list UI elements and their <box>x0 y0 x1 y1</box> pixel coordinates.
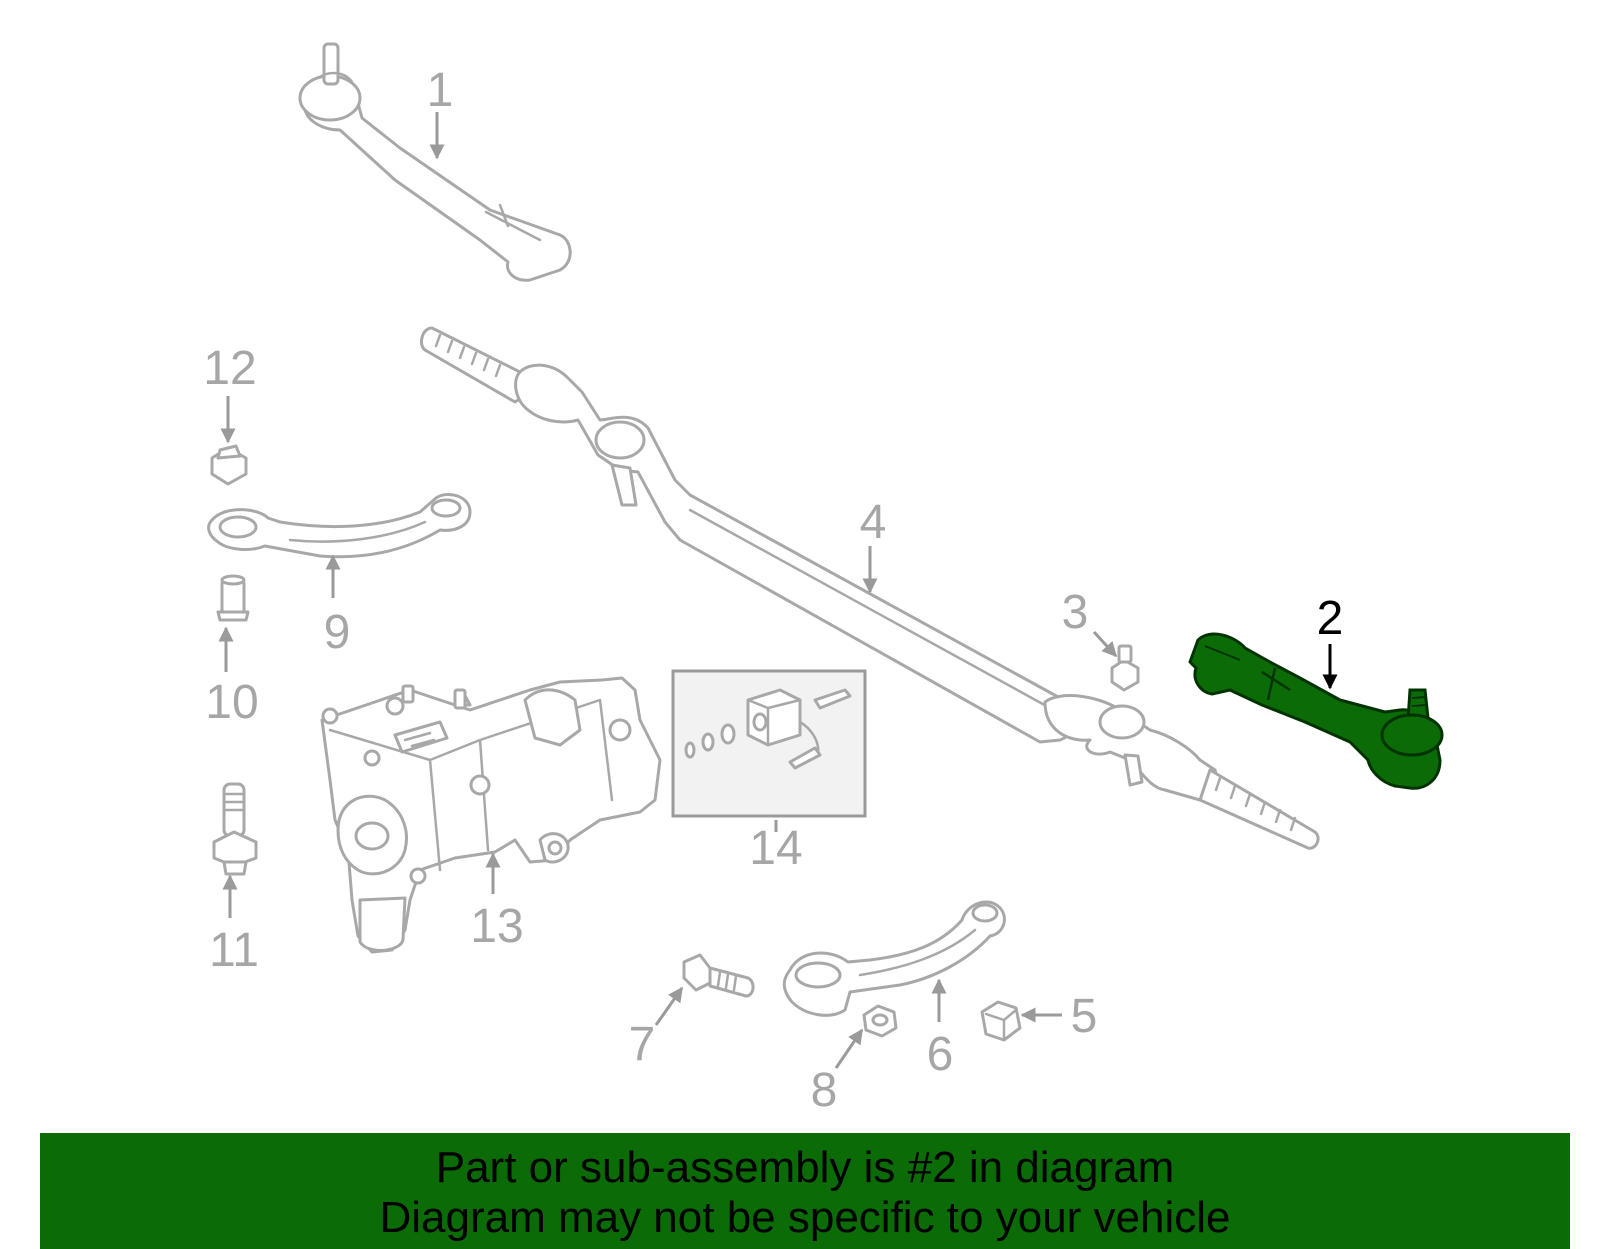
callout-5: 5 <box>1071 990 1098 1043</box>
part-11-bolt <box>212 782 258 876</box>
part-14-repair-kit <box>671 669 867 818</box>
banner-line-2: Diagram may not be specific to your vehi… <box>379 1193 1231 1242</box>
part-8-nut <box>862 1004 898 1038</box>
part-7-bolt <box>682 953 755 998</box>
callout-8: 8 <box>811 1064 838 1117</box>
callout-12: 12 <box>203 342 256 395</box>
callout-3: 3 <box>1062 586 1089 639</box>
callout-14: 14 <box>749 822 802 875</box>
info-banner: Part or sub-assembly is #2 in diagram Di… <box>40 1133 1570 1249</box>
part-12-nut <box>210 444 248 486</box>
part-6-pitman-arm <box>782 900 1006 1017</box>
part-10-bushing <box>216 574 250 622</box>
part-5-cap-nut <box>980 1000 1022 1042</box>
callout-13: 13 <box>470 900 523 953</box>
callout-10: 10 <box>205 676 258 729</box>
callout-4: 4 <box>860 496 887 549</box>
part-4-tie-rod-assembly <box>420 326 1320 850</box>
callout-labels: 1 2 3 4 5 6 7 8 9 10 11 12 13 14 <box>203 64 1343 1117</box>
callout-1: 1 <box>427 64 454 117</box>
part-1-tie-rod-end <box>298 42 572 282</box>
part-13-steering-gear <box>320 676 662 954</box>
callout-7: 7 <box>629 1018 656 1071</box>
leader-8 <box>834 1028 864 1069</box>
leader-7 <box>654 986 684 1026</box>
part-2-tie-rod-end-highlighted <box>1188 632 1444 790</box>
callout-2: 2 <box>1317 592 1344 645</box>
leader-arrows <box>218 112 1338 1069</box>
banner-line-1: Part or sub-assembly is #2 in diagram <box>435 1143 1175 1192</box>
callout-6: 6 <box>927 1028 954 1081</box>
part-3-nut <box>1110 644 1140 692</box>
callout-11: 11 <box>209 924 259 977</box>
callout-9: 9 <box>324 606 351 659</box>
leader-3 <box>1092 630 1118 658</box>
part-9-idler-arm <box>207 493 472 559</box>
